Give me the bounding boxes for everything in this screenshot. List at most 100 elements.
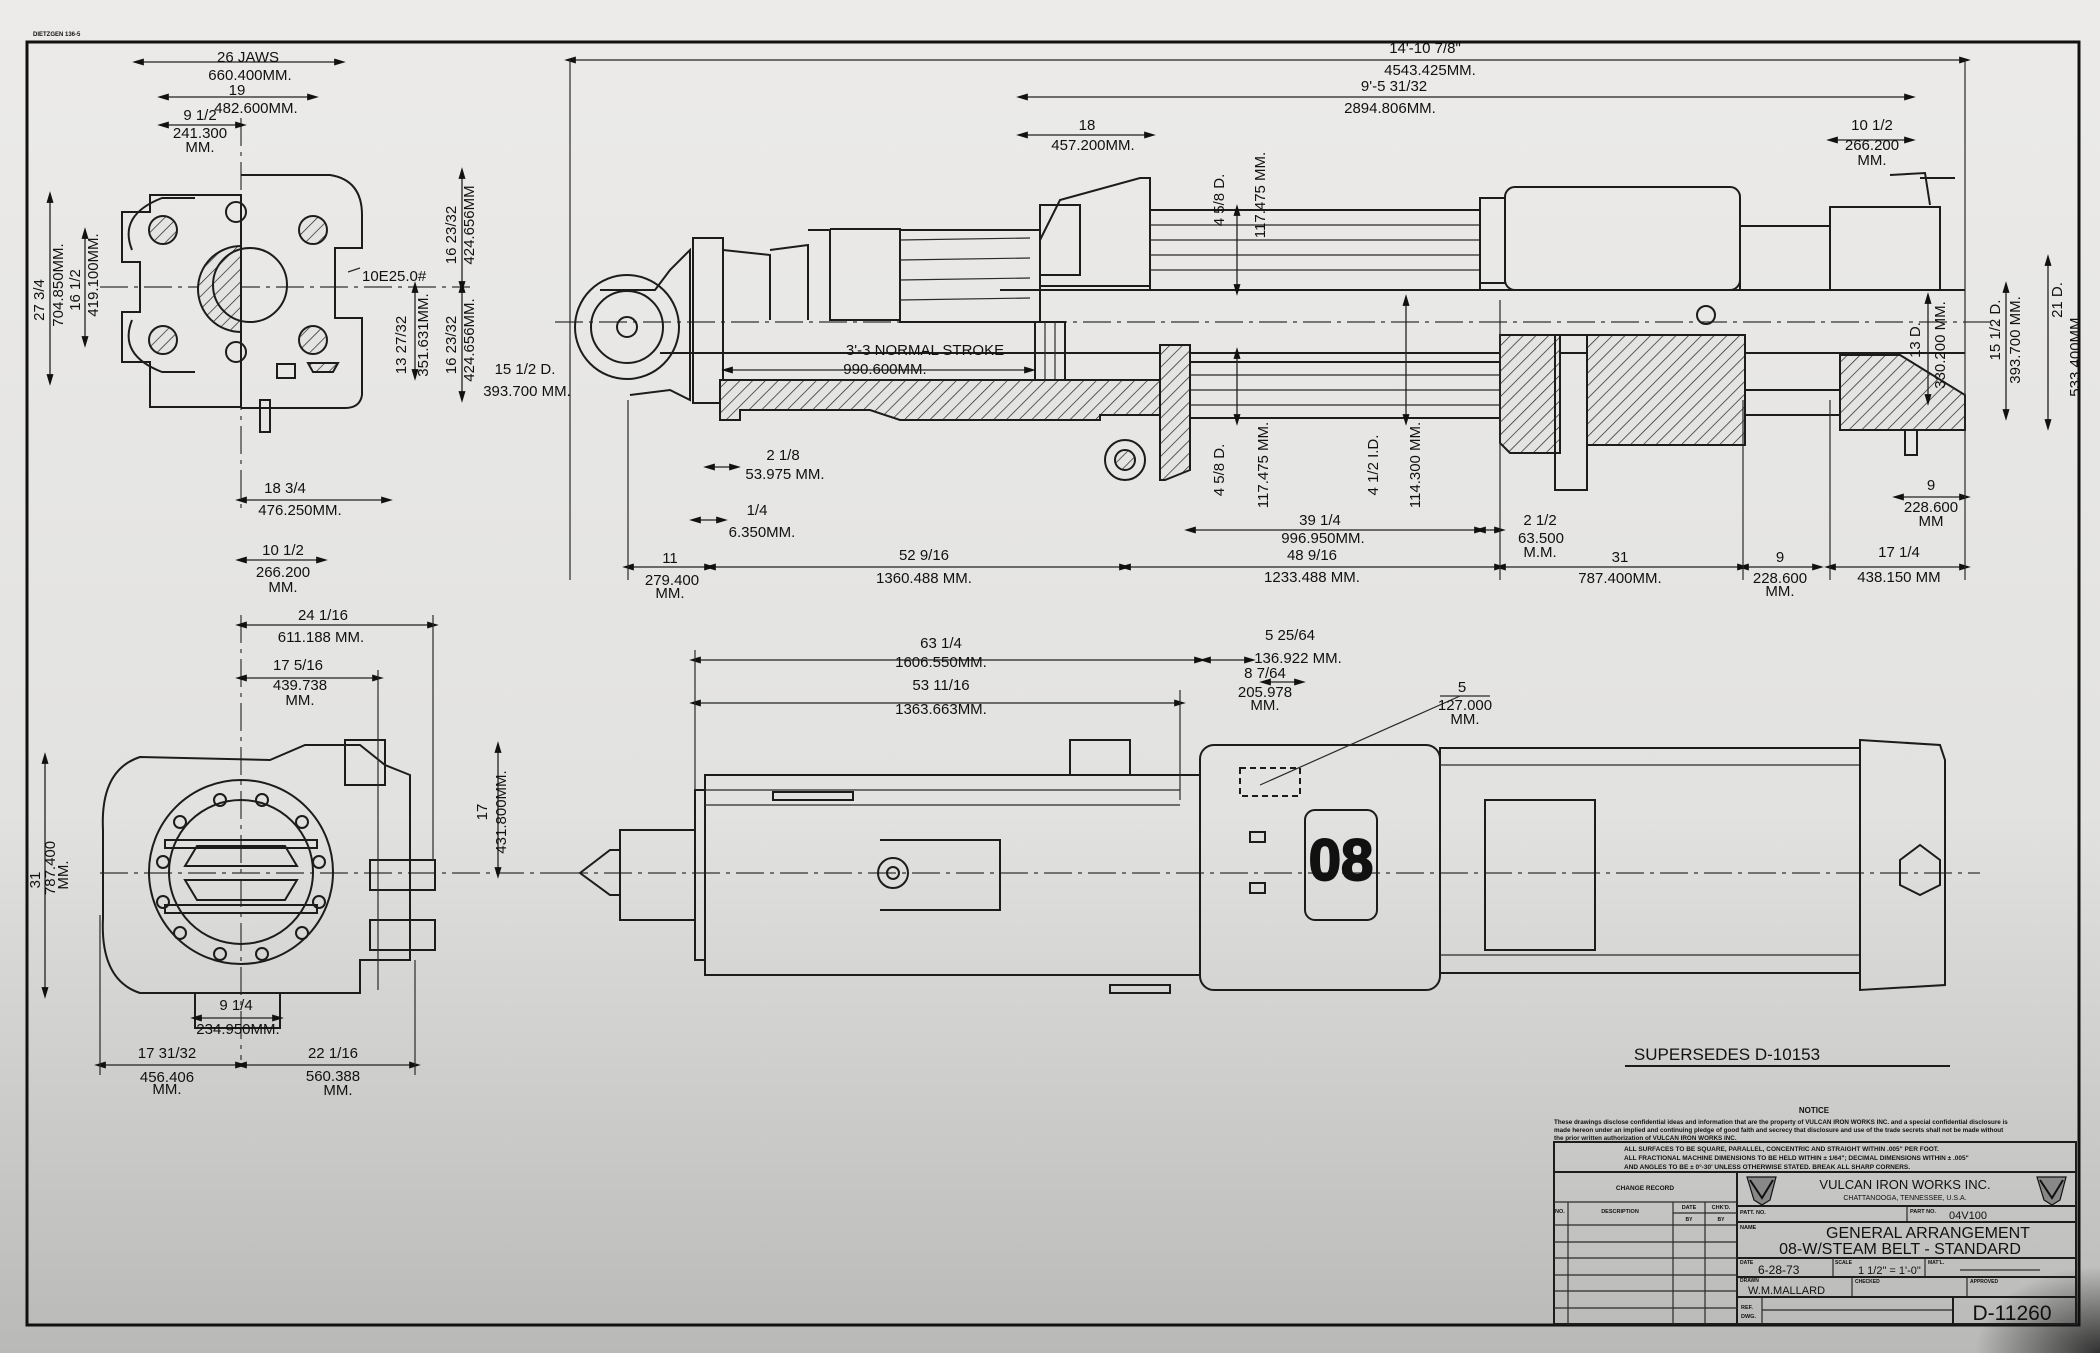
dim-label: 31 [27, 872, 44, 889]
dim-label: 53.975 MM. [745, 466, 824, 483]
dim-label: 241.300 [173, 125, 227, 142]
paper-stamp: DIETZGEN 136-5 [33, 32, 81, 38]
dim-label: 996.950MM. [1281, 530, 1364, 547]
dim-label: 1233.488 MM. [1264, 569, 1360, 586]
dim-label: 53 11/16 [912, 677, 969, 694]
change-record-title: CHANGE RECORD [1616, 1185, 1674, 1192]
dim-label: 457.200MM. [1051, 137, 1134, 154]
dim-label: 16 1/2 [67, 269, 84, 311]
dim-label: 431.800MM. [493, 770, 510, 853]
dim-label: 9 [1776, 549, 1784, 566]
dim-label: 266.200 [1845, 137, 1899, 154]
dim-label: 127.000 [1438, 697, 1492, 714]
dim-label: MM. [152, 1081, 181, 1098]
dim-label: 419.100MM. [85, 233, 102, 316]
dim-label: 4543.425MM. [1384, 62, 1476, 79]
material-label: MAT'L. [1928, 1260, 1945, 1266]
dim-label: 1606.550MM. [895, 654, 987, 671]
col-description: DESCRIPTION [1601, 1209, 1639, 1215]
dim-label: 9 1/4 [219, 997, 252, 1014]
model-plate-number: 08 [1309, 828, 1374, 893]
dim-label: 533.400MM. [2067, 313, 2084, 396]
dim-label: 10 1/2 [262, 542, 304, 559]
date-label: DATE [1740, 1260, 1754, 1266]
dim-label: 5 [1458, 679, 1466, 696]
col-no: NO. [1555, 1209, 1565, 1215]
dim-label: 4 1/2 I.D. [1365, 435, 1382, 496]
dim-label: 136.922 MM. [1254, 650, 1342, 667]
dim-label: 1/4 [747, 502, 768, 519]
drawing-title-line2: 08-W/STEAM BELT - STANDARD [1779, 1241, 2021, 1258]
dim-label: 4 5/8 D. [1211, 444, 1228, 497]
sheet-border [25, 40, 2081, 1327]
dim-label: 10 1/2 [1851, 117, 1893, 134]
patt-no-label: PATT. NO. [1740, 1210, 1766, 1216]
notice-title: NOTICE [1799, 1106, 1830, 1115]
scale-value: 1 1/2" = 1'-0" [1858, 1265, 1921, 1277]
end-view-bottom-dimensions: 24 1/16 611.188 MM. 17 5/16 439.738 MM. … [27, 607, 510, 1099]
dim-label: MM. [268, 579, 297, 596]
dim-label: 17 31/32 [138, 1045, 196, 1062]
dim-label: 15 1/2 D. [1987, 300, 2004, 361]
dim-label: 2 1/2 [1523, 512, 1556, 529]
dim-label: 18 [1079, 117, 1096, 134]
end-view-bottom [41, 615, 560, 1075]
dim-label: 266.200 [256, 564, 310, 581]
dim-label: 424.656MM [461, 185, 478, 264]
dim-label: 6.350MM. [729, 524, 796, 541]
dim-label: 228.600 [1904, 499, 1958, 516]
dim-label: MM. [1250, 697, 1279, 714]
approved-label: APPROVED [1970, 1279, 1998, 1285]
end-view-top-dimensions: 26 JAWS 660.400MM. 19 482.600MM. 9 1/2 2… [31, 49, 478, 596]
company-logo-right [2036, 1176, 2067, 1206]
notice-line: These drawings disclose confidential ide… [1554, 1119, 2008, 1126]
dim-label: 9'-5 31/32 [1361, 78, 1427, 95]
dim-label: 456.406 [140, 1069, 194, 1086]
company-logo-left [1746, 1176, 1777, 1206]
dim-label: 39 1/4 [1299, 512, 1341, 529]
tolerance-note: ALL SURFACES TO BE SQUARE, PARALLEL, CON… [1624, 1146, 1939, 1153]
dim-label: 439.738 [273, 677, 327, 694]
dim-label: 26 JAWS [217, 49, 279, 66]
col-by: BY [1686, 1217, 1694, 1223]
side-elevation-view [555, 56, 2052, 580]
dim-label: 704.850MM. [50, 243, 67, 326]
dim-label: 16 23/32 [443, 316, 460, 374]
title-block: NOTICE These drawings disclose confident… [1553, 1106, 2077, 1325]
date-value: 6-28-73 [1758, 1263, 1800, 1277]
dim-label: 21 D. [2049, 282, 2066, 318]
dim-label: 482.600MM. [214, 100, 297, 117]
col-by: BY [1718, 1217, 1726, 1223]
dim-label: 114.300 MM. [1407, 422, 1424, 508]
dim-label: 787.400 [42, 841, 59, 895]
dim-label: MM. [655, 585, 684, 602]
dim-label: 205.978 [1238, 684, 1292, 701]
end-view-top [46, 58, 470, 564]
dim-label: 48 9/16 [1287, 547, 1337, 564]
dim-label: 22 1/16 [308, 1045, 358, 1062]
dim-label: 990.600MM. [843, 361, 926, 378]
dim-label: 438.150 MM [1857, 569, 1940, 586]
dim-label: 17 1/4 [1878, 544, 1920, 561]
dim-label: 1363.663MM. [895, 701, 987, 718]
name-label: NAME [1740, 1225, 1757, 1231]
dim-label: 2 1/8 [766, 447, 799, 464]
dim-label: 27 3/4 [31, 279, 48, 321]
dim-label: 13 27/32 [393, 316, 410, 374]
part-no-value: 04V100 [1949, 1210, 1987, 1222]
dim-label: 4 5/8 D. [1211, 174, 1228, 227]
ref-label: REF. [1741, 1305, 1753, 1311]
dim-label: 10E25.0# [362, 268, 427, 285]
dim-label: 2894.806MM. [1344, 100, 1436, 117]
dim-label: 14'-10 7/8" [1389, 40, 1461, 57]
dim-label: 9 1/2 [183, 107, 216, 124]
dim-label: 63.500 [1518, 530, 1564, 547]
dim-label: 8 7/64 [1244, 665, 1286, 682]
notice-line: made hereon under an implied and continu… [1554, 1127, 2004, 1134]
dim-label: 5 25/64 [1265, 627, 1315, 644]
dim-label: 787.400MM. [1578, 570, 1661, 587]
dim-label: 16 23/32 [443, 206, 460, 264]
dim-label: 17 5/16 [273, 657, 323, 674]
plan-view: 08 [560, 650, 1980, 994]
